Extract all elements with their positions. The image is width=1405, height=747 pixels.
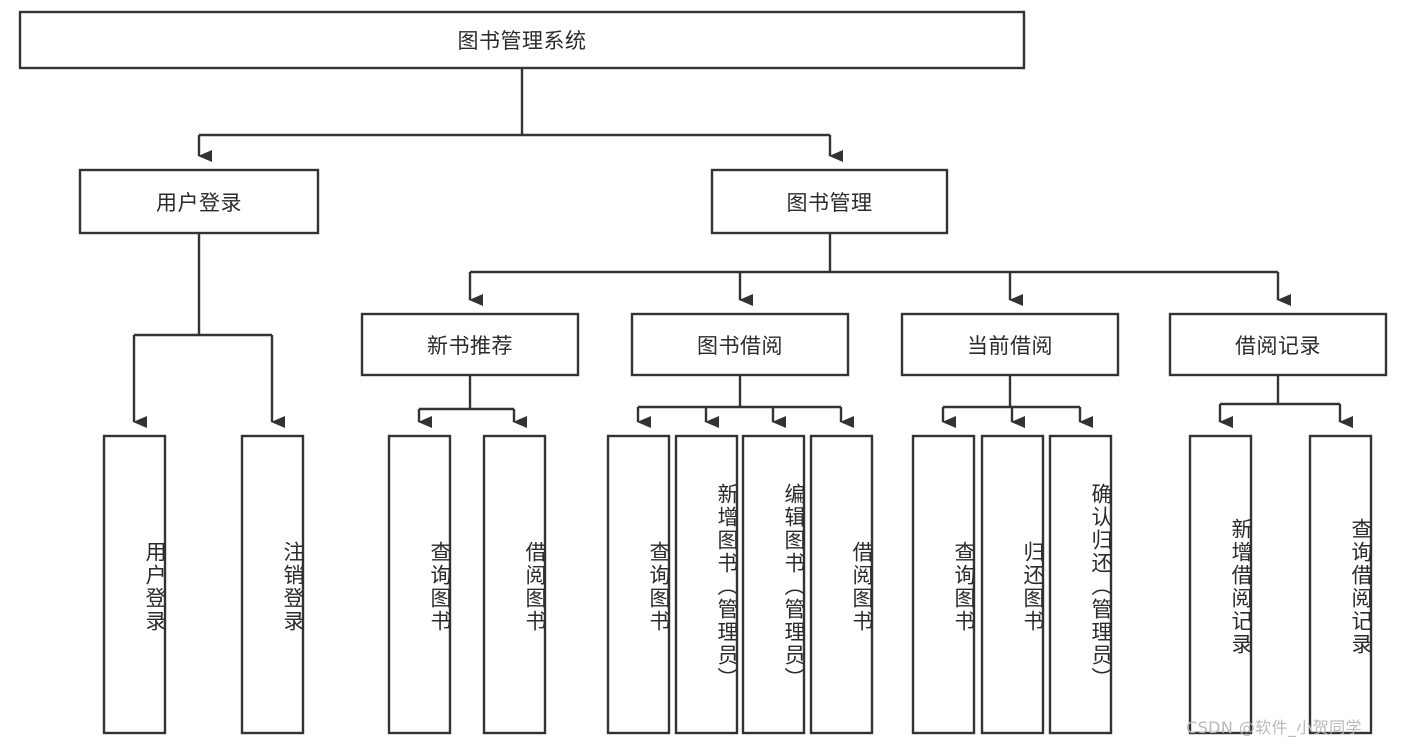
node-box-book-borrow[interactable] xyxy=(630,312,850,377)
node-box-book-management[interactable] xyxy=(710,168,949,235)
node-box-leaf-7[interactable] xyxy=(809,434,874,735)
node-box-new-book-recommendation[interactable] xyxy=(360,312,580,377)
node-box-leaf-2[interactable] xyxy=(387,434,452,735)
node-box-user-login[interactable] xyxy=(78,168,320,235)
node-box-leaf-5[interactable] xyxy=(674,434,739,735)
edges-group xyxy=(132,68,1353,428)
node-box-leaf-10[interactable] xyxy=(1048,434,1113,735)
node-box-leaf-3[interactable] xyxy=(482,434,547,735)
csdn-watermark: CSDN @软件_小贺同学 xyxy=(1186,718,1362,737)
node-box-leaf-11[interactable] xyxy=(1188,434,1253,735)
node-box-leaf-1[interactable] xyxy=(240,434,305,735)
node-box-leaf-9[interactable] xyxy=(980,434,1045,735)
node-box-leaf-0[interactable] xyxy=(102,434,167,735)
node-box-root[interactable] xyxy=(18,10,1026,70)
node-box-leaf-8[interactable] xyxy=(911,434,976,735)
node-box-current-borrow[interactable] xyxy=(900,312,1120,377)
nodes-group xyxy=(18,10,1388,735)
node-box-borrow-record[interactable] xyxy=(1168,312,1388,377)
node-box-leaf-6[interactable] xyxy=(741,434,806,735)
node-box-leaf-12[interactable] xyxy=(1308,434,1373,735)
node-box-leaf-4[interactable] xyxy=(606,434,671,735)
